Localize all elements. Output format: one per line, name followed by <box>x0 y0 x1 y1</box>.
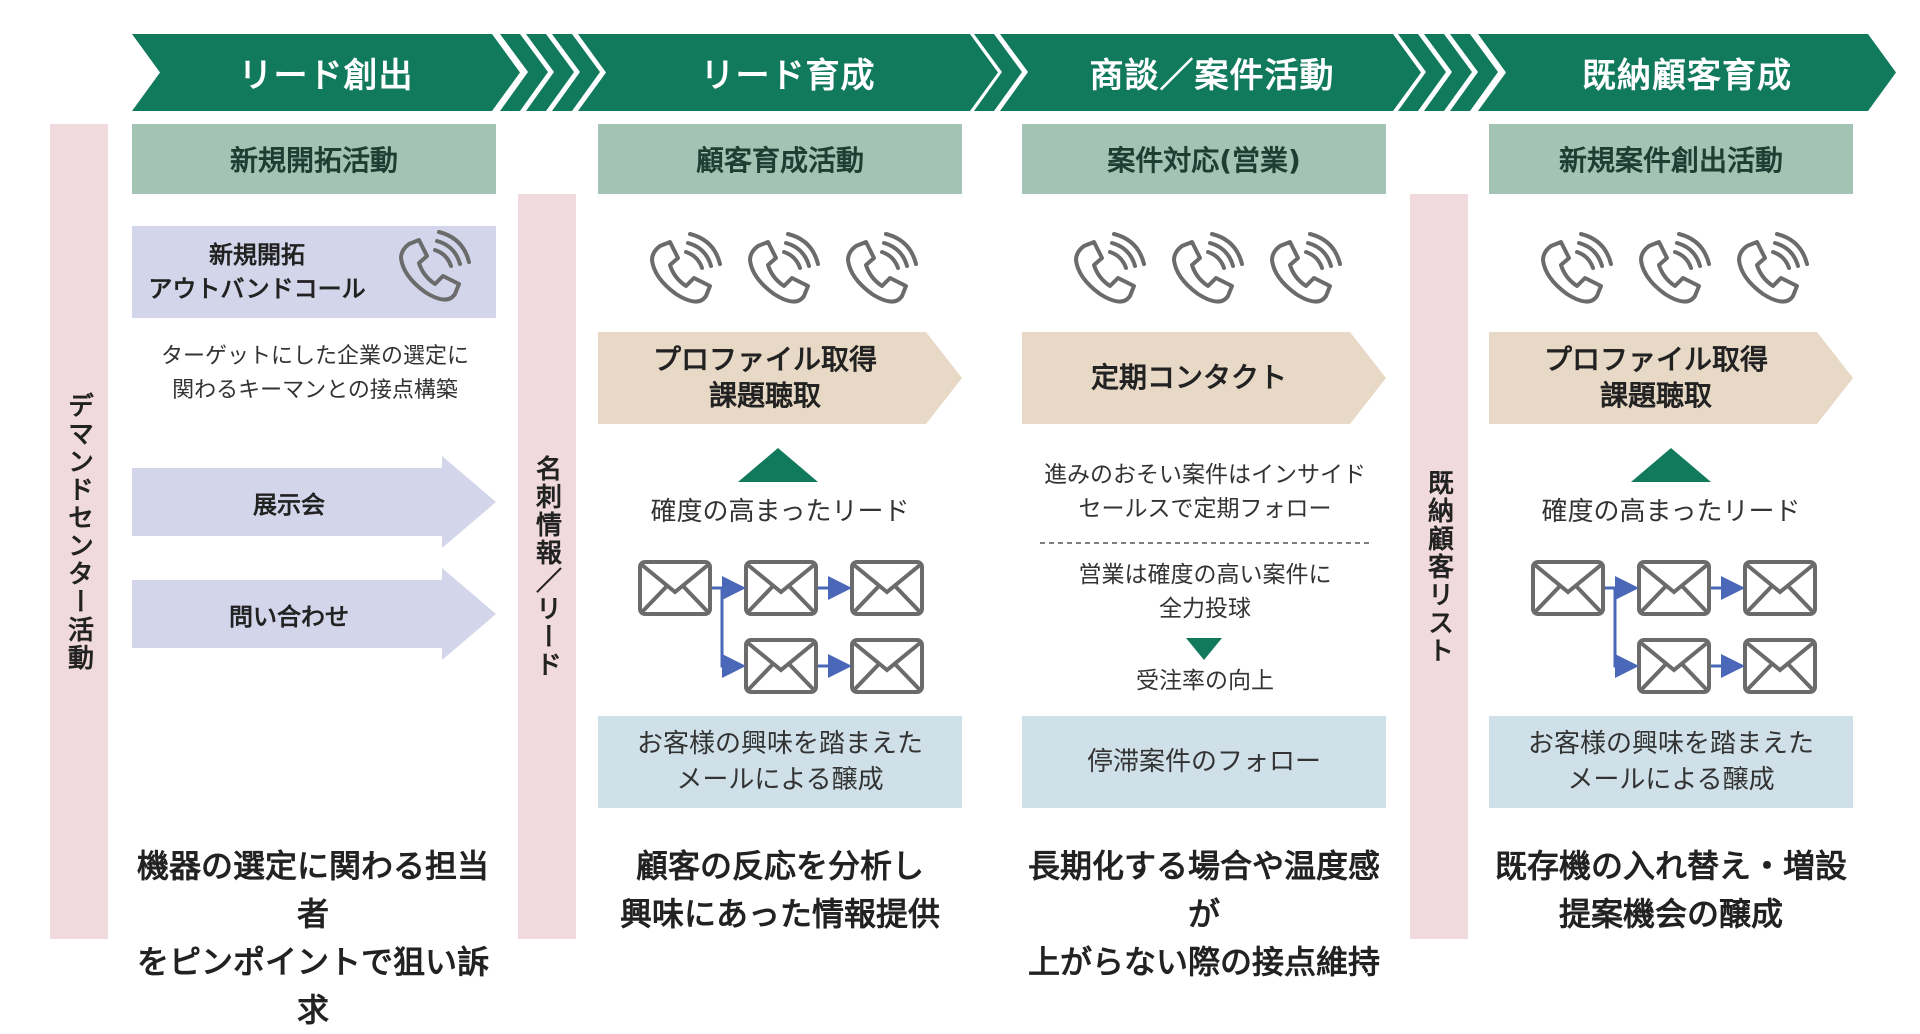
regular-contact-arrow: 定期コンタクト <box>1022 332 1386 424</box>
profile-label: プロファイル取得 課題聴取 <box>652 343 877 412</box>
header-label: 顧客育成活動 <box>695 144 864 177</box>
summary-lead-creation: 機器の選定に関わる担当者 をピンポイントで狙い訴求 <box>136 847 489 1029</box>
phone-icon <box>1541 232 1613 304</box>
side-bar-business-cards: 名刺情報／リード <box>518 194 576 939</box>
email-nurturing-box: お客様の興味を踏まえた メールによる醸成 <box>1489 716 1853 808</box>
separator-chevron <box>1424 34 1472 111</box>
stage-banner-existing-customers: 既納顧客育成 <box>1478 34 1896 111</box>
phone-icon <box>1639 232 1711 304</box>
header-new-development: 新規開拓活動 <box>132 124 496 194</box>
phone-icon <box>1737 232 1809 304</box>
summary-lead-nurturing: 顧客の反応を分析し 興味にあった情報提供 <box>619 847 940 933</box>
inquiry-label: 問い合わせ <box>229 602 349 631</box>
summary-deals: 長期化する場合や温度感が 上がらない際の接点維持 <box>1027 847 1380 981</box>
header-deal-handling: 案件対応(営業) <box>1022 124 1386 194</box>
exhibition-arrow: 展示会 <box>132 456 496 548</box>
lead-label: 確度の高まったリード <box>1541 497 1801 527</box>
envelope-icon <box>744 638 818 694</box>
diagram-graphics <box>638 232 1817 694</box>
envelope-icon <box>1637 560 1711 616</box>
header-label: 新規開拓活動 <box>229 144 398 177</box>
triangle-up-icon <box>1631 448 1711 482</box>
email-nurturing-box: お客様の興味を踏まえた メールによる醸成 <box>598 716 962 808</box>
separator-chevron <box>1000 34 1048 111</box>
phone-icon <box>650 232 722 304</box>
phone-icon <box>748 232 820 304</box>
phone-icon <box>846 232 918 304</box>
envelope-icon <box>1531 560 1605 616</box>
inquiry-arrow: 問い合わせ <box>132 568 496 660</box>
envelope-icon <box>850 560 924 616</box>
stage-label: リード創出 <box>238 56 414 96</box>
envelope-icon <box>850 638 924 694</box>
phone-icon <box>1074 232 1146 304</box>
stalled-deal-box: 停滞案件のフォロー <box>1022 716 1386 808</box>
stage-label: 商談／案件活動 <box>1089 56 1335 96</box>
flow-arrows <box>1605 576 1745 678</box>
phone-icon <box>1270 232 1342 304</box>
email-nurturing-label: お客様の興味を踏まえた メールによる醸成 <box>1527 729 1814 795</box>
separator-chevron <box>974 34 1022 111</box>
sales-focus-text: 営業は確度の高い案件に 全力投球 <box>1078 562 1332 622</box>
envelope-icon <box>1743 638 1817 694</box>
envelope-icon <box>744 560 818 616</box>
stage-label: リード育成 <box>700 56 876 96</box>
side-bar-label: 名刺情報／リード <box>531 454 562 679</box>
profile-label: プロファイル取得 課題聴取 <box>1543 343 1768 412</box>
side-bar-demand-center: デマンドセンター活動 <box>50 124 108 939</box>
stage-banner-lead-nurturing: リード育成 <box>578 34 998 111</box>
side-bar-label: 既納顧客リスト <box>1423 468 1454 665</box>
header-customer-nurturing: 顧客育成活動 <box>598 124 962 194</box>
envelope-icon <box>638 560 712 616</box>
stage-banner-deals: 商談／案件活動 <box>1003 34 1421 111</box>
separator-chevron <box>1450 34 1498 111</box>
header-label: 案件対応(営業) <box>1107 144 1301 177</box>
separator-chevron <box>500 34 548 111</box>
stage-banner-lead-creation: リード創出 <box>132 34 520 111</box>
separator-chevron <box>526 34 574 111</box>
exhibition-label: 展示会 <box>253 490 325 519</box>
separator-chevron <box>552 34 600 111</box>
stage-label: 既納顧客育成 <box>1582 56 1792 96</box>
stalled-deal-label: 停滞案件のフォロー <box>1086 747 1321 777</box>
banner-separators <box>500 34 1498 111</box>
inside-sales-text: 進みのおそい案件はインサイド セールスで定期フォロー <box>1044 462 1366 522</box>
header-label: 新規案件創出活動 <box>1558 144 1783 177</box>
phone-icon <box>399 230 471 302</box>
summary-existing-customers: 既存機の入れ替え・増設 提案機会の醸成 <box>1494 847 1847 933</box>
envelope-icon <box>1743 560 1817 616</box>
profile-arrow: プロファイル取得 課題聴取 <box>1489 332 1853 424</box>
lead-label: 確度の高まったリード <box>650 497 910 527</box>
triangle-down-icon <box>1186 638 1222 660</box>
separator-chevron <box>1398 34 1446 111</box>
col1-phone <box>399 230 471 302</box>
win-rate-text: 受注率の向上 <box>1136 668 1274 694</box>
phone-icon <box>1172 232 1244 304</box>
outbound-call-description: ターゲットにした企業の選定に 関わるキーマンとの接点構築 <box>160 344 469 403</box>
side-bar-existing-customers: 既納顧客リスト <box>1410 194 1468 939</box>
envelope-icon <box>1637 638 1711 694</box>
flow-arrows <box>712 576 852 678</box>
outbound-call-label: 新規開拓 アウトバンドコール <box>148 241 366 303</box>
triangle-up-icon <box>738 448 818 482</box>
header-new-deal-creation: 新規案件創出活動 <box>1489 124 1853 194</box>
email-nurturing-label: お客様の興味を踏まえた メールによる醸成 <box>636 729 923 795</box>
side-bar-label: デマンドセンター活動 <box>63 391 94 672</box>
profile-arrow: プロファイル取得 課題聴取 <box>598 332 962 424</box>
regular-contact-label: 定期コンタクト <box>1090 361 1287 394</box>
